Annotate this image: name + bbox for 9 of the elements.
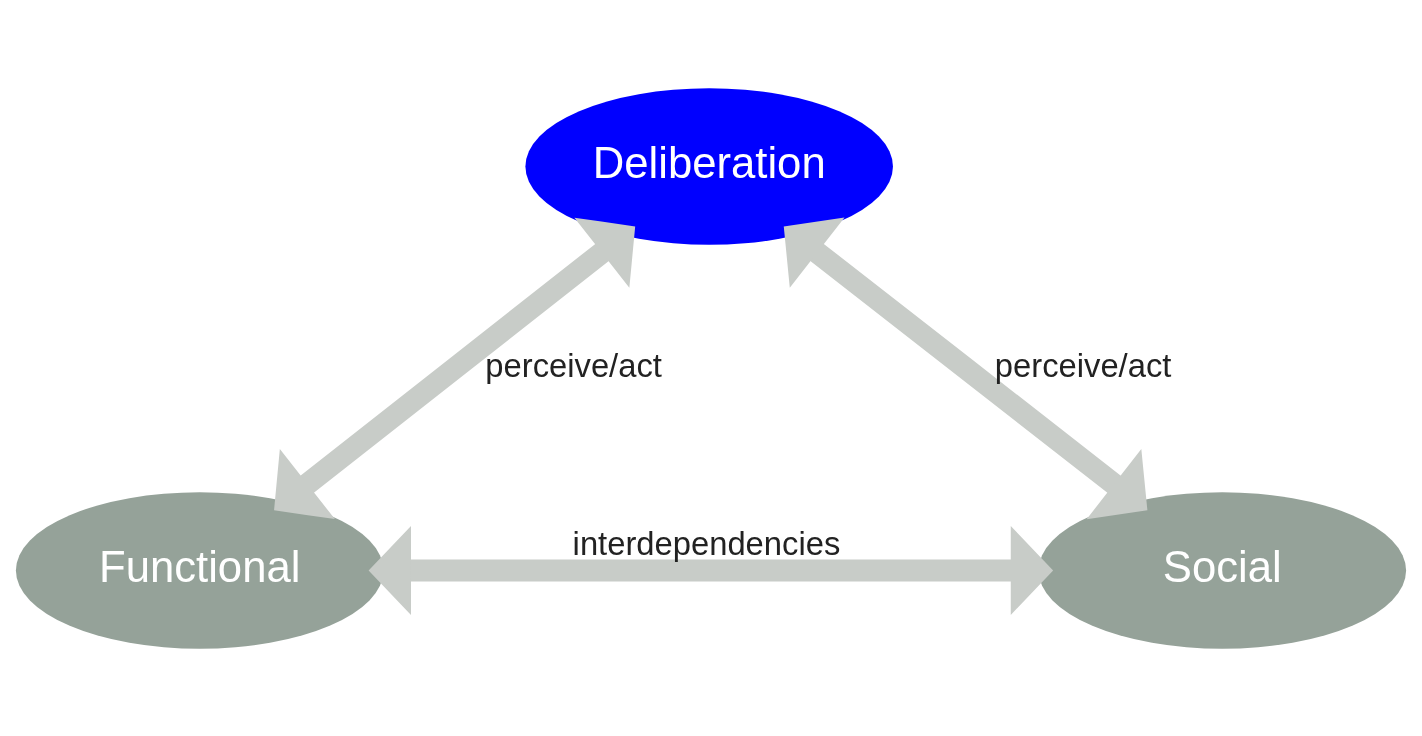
arrow [783,217,1148,519]
arrow [368,525,1054,615]
edge-label: perceive/act [485,346,662,384]
node-ellipse: Social [1038,491,1407,649]
node-ellipse: Functional [15,491,384,649]
edge-label: perceive/act [994,346,1172,384]
edge-label: interdependencies [572,524,841,562]
arrow [274,217,636,519]
node-ellipse: Deliberation [525,87,893,245]
